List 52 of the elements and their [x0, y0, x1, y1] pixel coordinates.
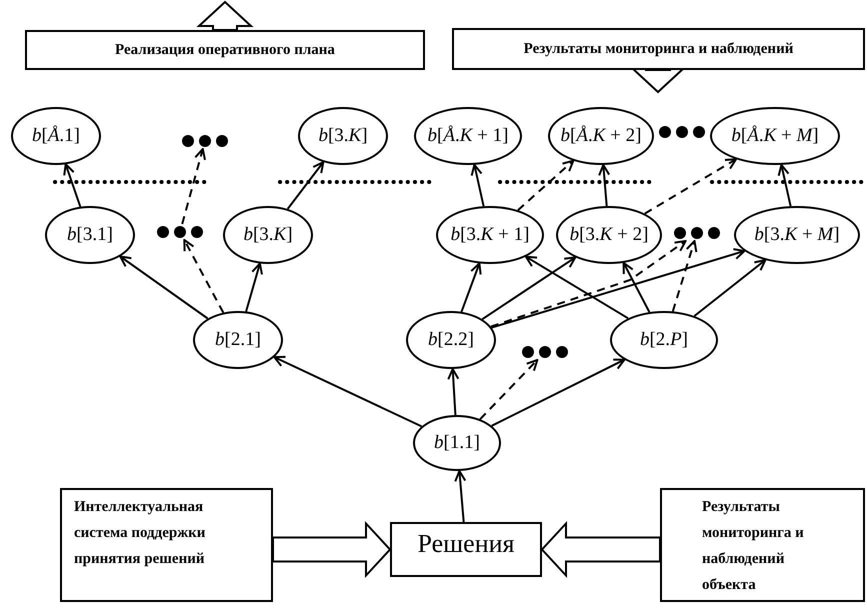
text-box	[452, 28, 865, 70]
node-label: b[Å.K + 2]	[560, 124, 642, 148]
arrow	[63, 163, 82, 208]
node-label: b[Å.K + 1]	[428, 124, 508, 148]
box-label: Результаты мониторинга и наблюдений объекта	[702, 498, 805, 595]
node-label: b[3.K + 2]	[570, 222, 648, 247]
node-label: b[3.K]	[243, 222, 293, 247]
box-label: Реализация оперативного плана	[115, 40, 335, 60]
arrow	[181, 148, 206, 224]
node-label: b[2.2]	[428, 328, 474, 352]
text-box	[60, 488, 273, 602]
arrow	[694, 259, 766, 317]
node-label: b[1.1]	[434, 430, 480, 455]
arrow	[644, 158, 738, 214]
node-label: b[Å.K + M]	[731, 124, 819, 148]
node-ellipse	[193, 311, 283, 369]
arrow	[286, 161, 324, 210]
arrow	[524, 256, 629, 320]
text-box	[390, 522, 542, 577]
arrow	[454, 470, 466, 522]
arrow	[447, 368, 460, 416]
node-label: b[2.1]	[215, 328, 261, 352]
box-label: Интеллектуальная система поддержки принятия решений	[74, 498, 206, 569]
text-box	[660, 488, 865, 602]
arrow	[479, 359, 538, 420]
arrow	[245, 262, 263, 312]
node-label: b[3.K]	[318, 124, 368, 148]
arrow	[490, 240, 687, 328]
arrow	[183, 239, 224, 314]
arrow	[491, 248, 746, 329]
box-label: Решения	[417, 528, 514, 560]
arrow	[778, 164, 792, 206]
arrow	[622, 262, 650, 313]
node-label: b[3.K + 1]	[450, 222, 530, 247]
arrow	[460, 262, 482, 312]
arrow	[482, 256, 576, 320]
arrow	[598, 164, 610, 206]
arrow	[273, 356, 422, 428]
block-arrow	[540, 520, 661, 578]
block-arrow	[272, 520, 392, 578]
box-label: Результаты мониторинга и наблюдений	[524, 40, 794, 59]
block-arrow	[196, 0, 254, 31]
arrow	[470, 164, 485, 206]
node-label: b[3.1]	[67, 222, 113, 247]
arrow	[491, 358, 626, 427]
text-box	[25, 30, 425, 70]
node-label: b[2.P]	[640, 328, 688, 352]
node-label: b[Å.1]	[32, 124, 80, 148]
arrow	[672, 240, 698, 312]
arrow	[119, 256, 208, 320]
node-label: b[3.K + M]	[754, 222, 840, 247]
arrow	[517, 160, 574, 211]
